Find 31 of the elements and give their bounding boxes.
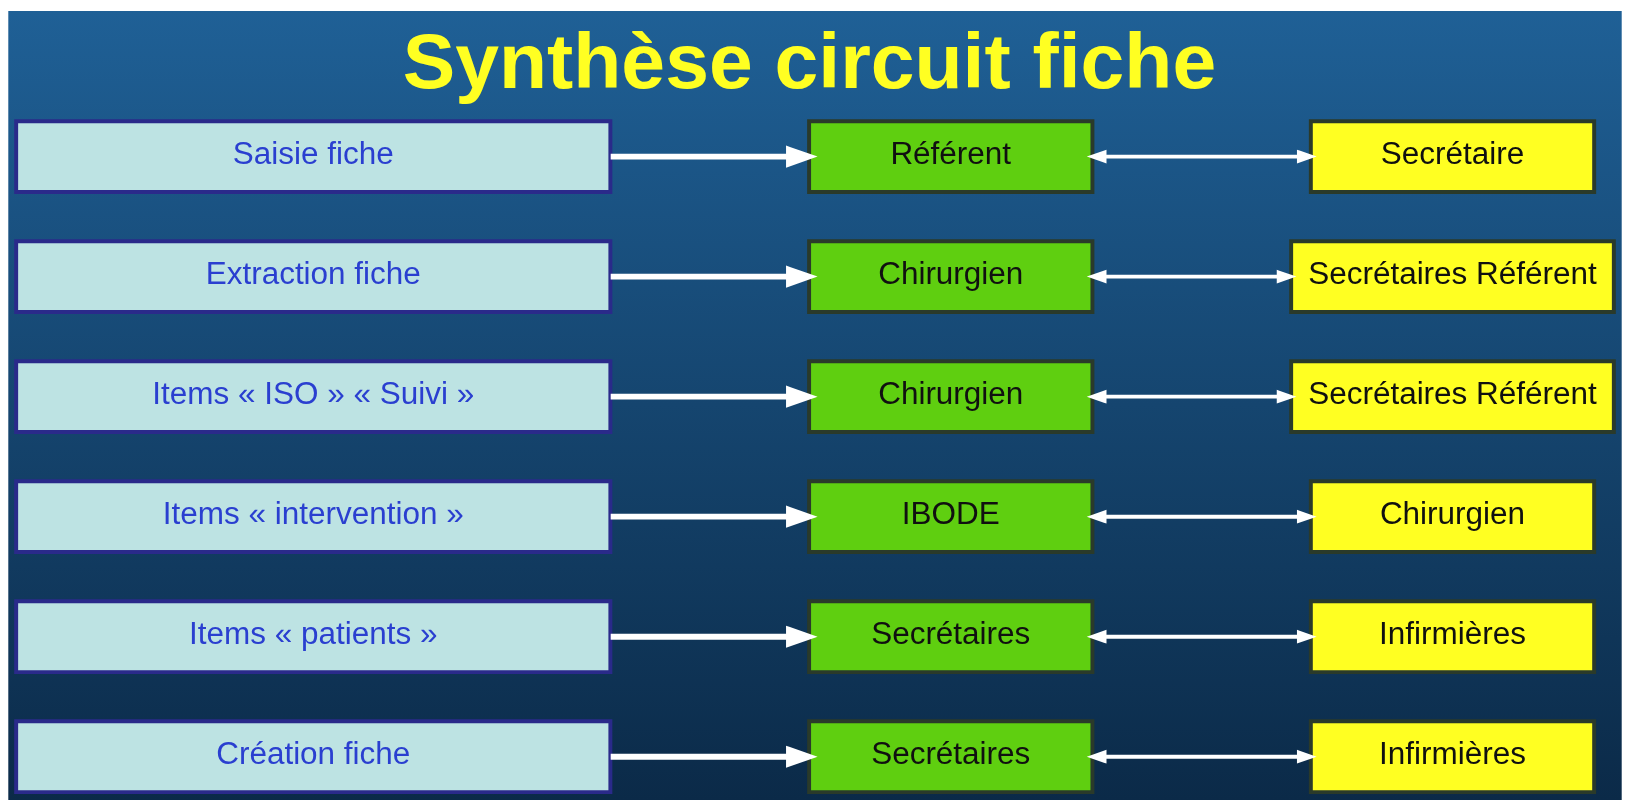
node-box: Secrétaire [1308, 118, 1597, 194]
node-box: Items « ISO » « Suivi » [14, 358, 613, 434]
node-box: Items « patients » [14, 598, 613, 674]
node-box: Infirmières [1308, 718, 1597, 794]
arrow [1086, 269, 1297, 284]
node-box: Items « intervention » [14, 478, 613, 554]
node-box: Saisie fiche [14, 118, 613, 194]
arrow [610, 505, 818, 528]
node-box: Chirurgien [807, 238, 1095, 314]
node-box: Référent [807, 118, 1095, 194]
arrow [1086, 509, 1317, 524]
arrow [1086, 149, 1317, 163]
node-box: Extraction fiche [14, 238, 613, 314]
node-box: IBODE [807, 478, 1095, 554]
arrow [1086, 389, 1297, 404]
node-box: Secrétaires Référent [1289, 358, 1616, 434]
node-box: Chirurgien [1308, 478, 1597, 554]
node-box: Création fiche [14, 718, 613, 794]
node-box: Secrétaires [807, 598, 1095, 674]
node-box: Secrétaires Référent [1289, 238, 1616, 314]
arrow [1086, 749, 1317, 764]
arrow [610, 265, 818, 288]
diagram-title: Synthèse circuit fiche [402, 16, 1217, 105]
node-box: Secrétaires [807, 718, 1095, 794]
arrow [610, 145, 818, 168]
arrow [610, 625, 818, 648]
node-box: Chirurgien [807, 358, 1095, 434]
arrow [610, 745, 818, 768]
arrow [610, 385, 818, 408]
arrow [1086, 629, 1317, 644]
node-box: Infirmières [1308, 598, 1597, 674]
